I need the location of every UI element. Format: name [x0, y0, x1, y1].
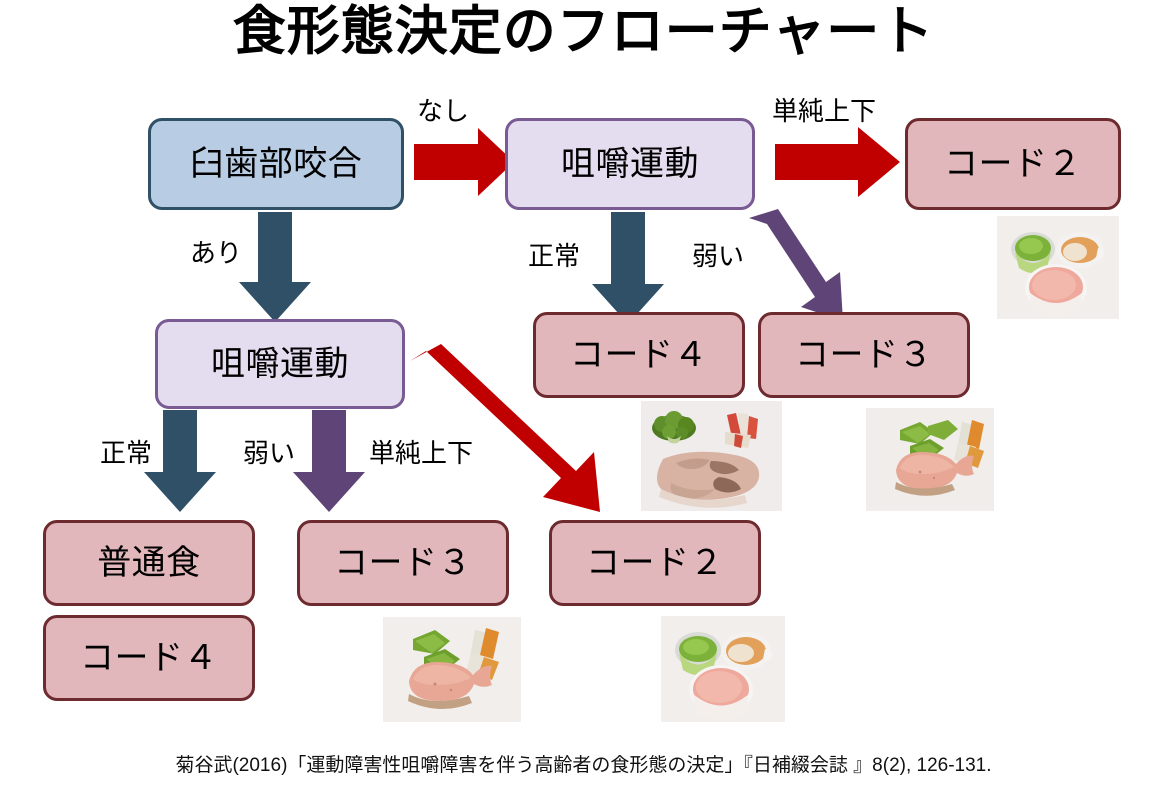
- node-occlusion[interactable]: 臼歯部咬合: [148, 118, 404, 210]
- node-chewing-lower[interactable]: 咀嚼運動: [155, 319, 405, 409]
- molded-meal-photo-bottom: [383, 617, 521, 722]
- puree-meal-image: [997, 216, 1119, 319]
- node-code2-bottom-label: コード２: [586, 544, 724, 582]
- arrow-occlusion-to-chewing-red: [414, 128, 514, 196]
- molded-meal-image-bottom: [383, 617, 521, 722]
- edge-label-chewing-top-simple: 単純上下: [772, 98, 876, 124]
- edge-label-chewing-top-weak-text: 弱い: [692, 241, 745, 271]
- edge-label-chewing-lower-normal: 正常: [100, 440, 152, 466]
- node-normal-diet-label: 普通食: [97, 544, 201, 582]
- arrow-occlusion-down-navy: [239, 212, 311, 322]
- arrow-chewing-to-code2-red: [775, 127, 900, 197]
- edge-label-chewing-lower-weak: 弱い: [243, 440, 295, 466]
- node-code2-top-label: コード２: [944, 145, 1082, 183]
- edge-label-occlusion-none-text: なし: [417, 96, 470, 126]
- node-code4-bottom[interactable]: コード４: [43, 615, 255, 701]
- node-chewing-top[interactable]: 咀嚼運動: [505, 118, 755, 210]
- node-code3-mid[interactable]: コード３: [758, 312, 970, 398]
- node-normal-diet[interactable]: 普通食: [43, 520, 255, 606]
- source-caption: 菊谷武(2016)「運動障害性咀嚼障害を伴う高齢者の食形態の決定」『日補綴会誌 …: [175, 755, 992, 776]
- arrow-chewing-lower-down-purple: [293, 410, 365, 512]
- node-code2-bottom[interactable]: コード２: [549, 520, 761, 606]
- node-chewing-top-label: 咀嚼運動: [561, 145, 699, 183]
- node-code4-bottom-label: コード４: [80, 639, 218, 677]
- molded-meal-image: [866, 408, 994, 511]
- node-code3-bottom-label: コード３: [334, 544, 472, 582]
- puree-meal-photo-top: [997, 216, 1119, 319]
- edge-label-chewing-top-normal: 正常: [528, 243, 580, 269]
- edge-label-chewing-top-simple-text: 単純上下: [772, 96, 877, 126]
- arrow-chewing-top-down-navy: [592, 212, 664, 324]
- edge-label-chewing-lower-simple-text: 単純上下: [369, 438, 474, 468]
- page-title: 食形態決定のフローチャート: [232, 2, 935, 61]
- chopped-meal-photo: [641, 401, 782, 511]
- edge-label-chewing-lower-weak-text: 弱い: [243, 438, 296, 468]
- node-code2-top[interactable]: コード２: [905, 118, 1121, 210]
- edge-label-occlusion-none: なし: [417, 98, 469, 124]
- puree-meal-photo-bottom: [661, 616, 785, 722]
- edge-label-chewing-top-normal-text: 正常: [528, 241, 581, 271]
- node-code4-mid[interactable]: コード４: [533, 312, 745, 398]
- node-chewing-lower-label: 咀嚼運動: [211, 345, 349, 383]
- arrow-chewing-lower-down-navy: [144, 410, 216, 512]
- arrow-chewing-top-diagonal-purple: [749, 209, 843, 321]
- edge-label-chewing-top-weak: 弱い: [692, 243, 744, 269]
- molded-meal-photo: [866, 408, 994, 511]
- edge-label-occlusion-present: あり: [190, 240, 242, 266]
- node-occlusion-label: 臼歯部咬合: [189, 145, 363, 183]
- node-code3-bottom[interactable]: コード３: [297, 520, 509, 606]
- edge-label-chewing-lower-normal-text: 正常: [100, 438, 153, 468]
- node-code3-mid-label: コード３: [795, 336, 933, 374]
- node-code4-mid-label: コード４: [570, 336, 708, 374]
- chopped-meal-image: [641, 401, 782, 511]
- edge-label-occlusion-present-text: あり: [190, 238, 243, 268]
- edge-label-chewing-lower-simple: 単純上下: [369, 440, 473, 466]
- puree-meal-image-bottom: [661, 616, 785, 722]
